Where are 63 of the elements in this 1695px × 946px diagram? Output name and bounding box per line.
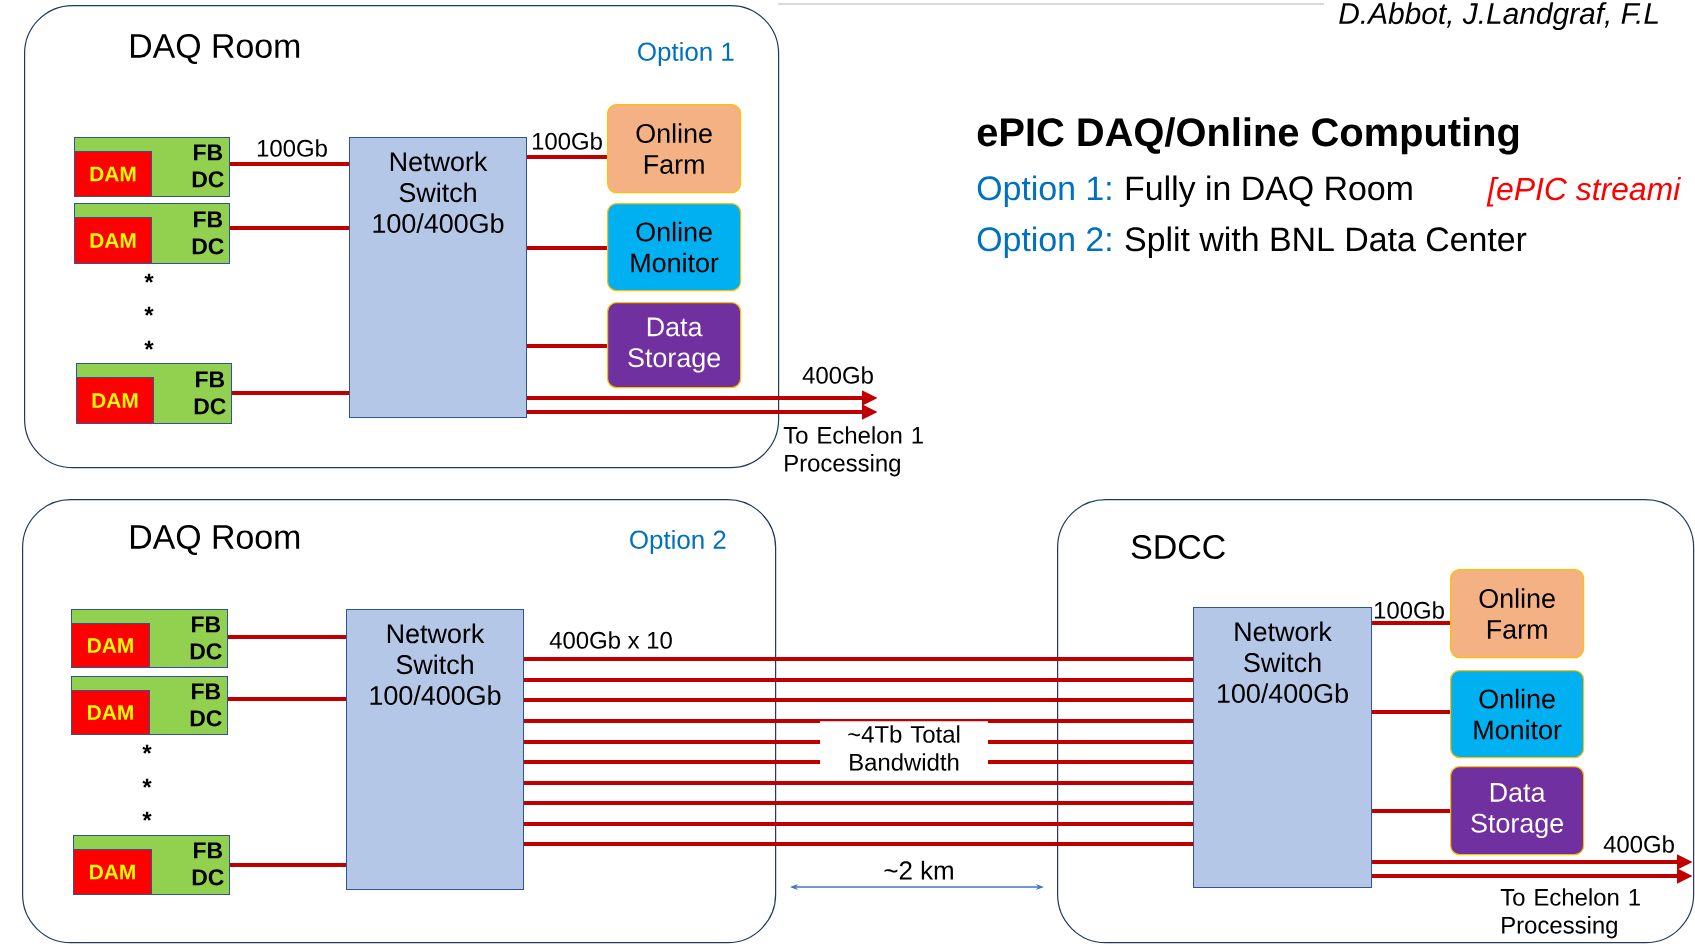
option-label: Option 1: — [977, 175, 1111, 208]
farm-box: Online Farm — [1450, 569, 1585, 659]
monitor-box: Online Monitor — [1450, 670, 1585, 759]
cable-line — [1372, 621, 1450, 625]
cable-line — [524, 801, 1193, 805]
heading: ePIC DAQ/Online Computing — [977, 117, 1519, 155]
cable-line — [228, 697, 346, 701]
edge-label: 100Gb — [532, 132, 602, 150]
edge-label: 400Gb x 10 — [549, 631, 672, 649]
edge-label: 100Gb — [257, 139, 327, 157]
note-text: [ePIC streami — [1486, 176, 1681, 207]
edge-label: To Echelon 1 Processing — [783, 426, 923, 477]
ellipsis-mark: * — [142, 778, 152, 788]
cable-line — [524, 657, 1193, 661]
dam-module: DAM — [71, 623, 150, 668]
option-label: Option 2 — [630, 529, 726, 555]
dam-module: DAM — [71, 690, 150, 735]
cable-line — [228, 635, 346, 639]
room-title: SDCC — [1131, 535, 1225, 559]
monitor-box: Online Monitor — [607, 203, 742, 292]
cable-line — [524, 842, 1193, 846]
cable-line — [524, 678, 1193, 682]
ellipsis-mark: * — [142, 811, 152, 821]
option-text: Split with BNL Data Center — [1125, 226, 1527, 259]
storage-box: Data Storage — [607, 302, 742, 389]
ellipsis-mark: * — [144, 273, 154, 283]
network-switch-box: Network Switch 100/400Gb — [1193, 607, 1372, 888]
dam-module: DAM — [74, 217, 152, 264]
network-switch-box: Network Switch 100/400Gb — [349, 137, 527, 418]
cable-line — [524, 822, 1193, 826]
room-title: DAQ Room — [131, 525, 300, 556]
edge-label: 400Gb — [1603, 835, 1674, 853]
farm-box: Online Farm — [607, 104, 742, 194]
cable-line — [527, 344, 607, 348]
cable-line — [1372, 809, 1450, 813]
option-text: Fully in DAQ Room — [1126, 175, 1412, 208]
option-label: Option 2: — [977, 226, 1111, 259]
network-switch-box: Network Switch 100/400Gb — [346, 609, 524, 890]
edge-label: To Echelon 1 Processing — [1500, 888, 1640, 939]
ellipsis-mark: * — [144, 306, 154, 316]
cable-line — [524, 781, 1193, 785]
dam-module: DAM — [74, 151, 152, 197]
author-line: D.Abbot, J.Landgraf, F.L — [1339, 2, 1658, 31]
cable-line — [230, 226, 349, 230]
ellipsis-mark: * — [144, 340, 154, 350]
option-label: Option 1 — [638, 41, 734, 67]
edge-label: ~4Tb Total Bandwidth — [820, 721, 988, 775]
cable-line — [1372, 710, 1450, 714]
ellipsis-mark: * — [142, 744, 152, 754]
storage-box: Data Storage — [1450, 766, 1585, 856]
cable-line — [527, 155, 607, 159]
edge-label: 100Gb — [1374, 601, 1444, 619]
cable-line — [524, 719, 1193, 723]
dimension-label: ~2 km — [884, 860, 953, 880]
dam-module: DAM — [76, 377, 154, 424]
cable-line — [527, 246, 607, 250]
cable-line — [230, 162, 349, 166]
cable-line — [230, 863, 346, 867]
room-title: DAQ Room — [131, 33, 300, 65]
cable-line — [232, 391, 349, 395]
cable-line — [524, 698, 1193, 702]
edge-label: 400Gb — [802, 366, 873, 384]
dam-module: DAM — [73, 849, 152, 895]
